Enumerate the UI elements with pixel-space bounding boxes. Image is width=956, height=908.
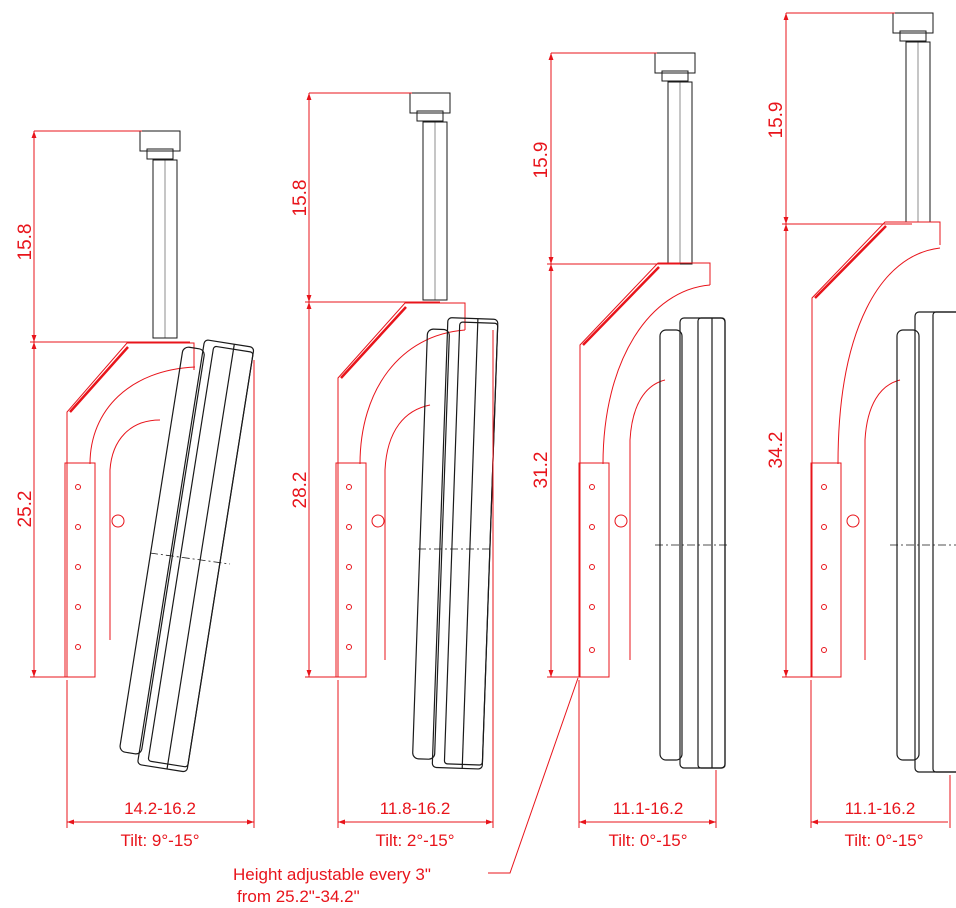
pole-height-label: 15.8 (290, 180, 311, 217)
mount-bracket (335, 302, 466, 678)
height-note-line2: from 25.2"-34.2" (237, 887, 360, 906)
dimension-lines (782, 12, 951, 828)
depth-range-label: 11.1-16.2 (613, 799, 684, 818)
callout-leader-line (488, 677, 579, 874)
height-adjust-callout: Height adjustable every 3" from 25.2"-34… (233, 677, 579, 906)
depth-range-label: 11.1-16.2 (845, 799, 916, 818)
display-panel (659, 317, 726, 769)
ceiling-pole (654, 52, 696, 265)
mount-config-3: 15.9 31.2 11.1-16.2 Tilt: 0°-15° (531, 52, 730, 850)
pole-height-label: 15.8 (15, 224, 36, 261)
mount-height-label: 28.2 (290, 472, 311, 509)
dimension-lines (305, 92, 494, 828)
dimension-lines (547, 52, 717, 828)
mount-config-2: 15.8 28.2 11.8-16.2 Tilt: 2°-15° (290, 92, 499, 850)
mount-height-label: 31.2 (531, 452, 552, 489)
mount-height-label: 25.2 (15, 491, 36, 528)
tilt-range-label: Tilt: 2°-15° (375, 831, 454, 850)
pole-height-label: 15.9 (531, 142, 552, 179)
mount-height-label: 34.2 (766, 432, 787, 469)
height-note-line1: Height adjustable every 3" (233, 865, 431, 884)
ceiling-pole (139, 130, 181, 339)
mount-config-1: 15.8 25.2 14.2-16.2 Tilt: 9°-15° (15, 130, 255, 850)
display-panel (896, 311, 956, 773)
depth-range-label: 11.8-16.2 (380, 799, 451, 818)
tilt-range-label: Tilt: 0°-15° (608, 831, 687, 850)
display-panel (412, 317, 499, 770)
mount-bracket (810, 221, 941, 678)
ceiling-pole (892, 12, 934, 223)
mount-bracket (64, 342, 196, 678)
dimension-lines (30, 130, 255, 828)
display-panel (119, 339, 255, 773)
tilt-range-label: Tilt: 0°-15° (844, 831, 923, 850)
mount-bracket (578, 262, 711, 678)
depth-range-label: 14.2-16.2 (124, 799, 196, 818)
tilt-range-label: Tilt: 9°-15° (120, 831, 199, 850)
ceiling-pole (409, 92, 451, 301)
mount-config-4: 15.9 34.2 11.1-16.2 Tilt: 0°-15° (766, 12, 956, 850)
pole-height-label: 15.9 (766, 102, 787, 139)
